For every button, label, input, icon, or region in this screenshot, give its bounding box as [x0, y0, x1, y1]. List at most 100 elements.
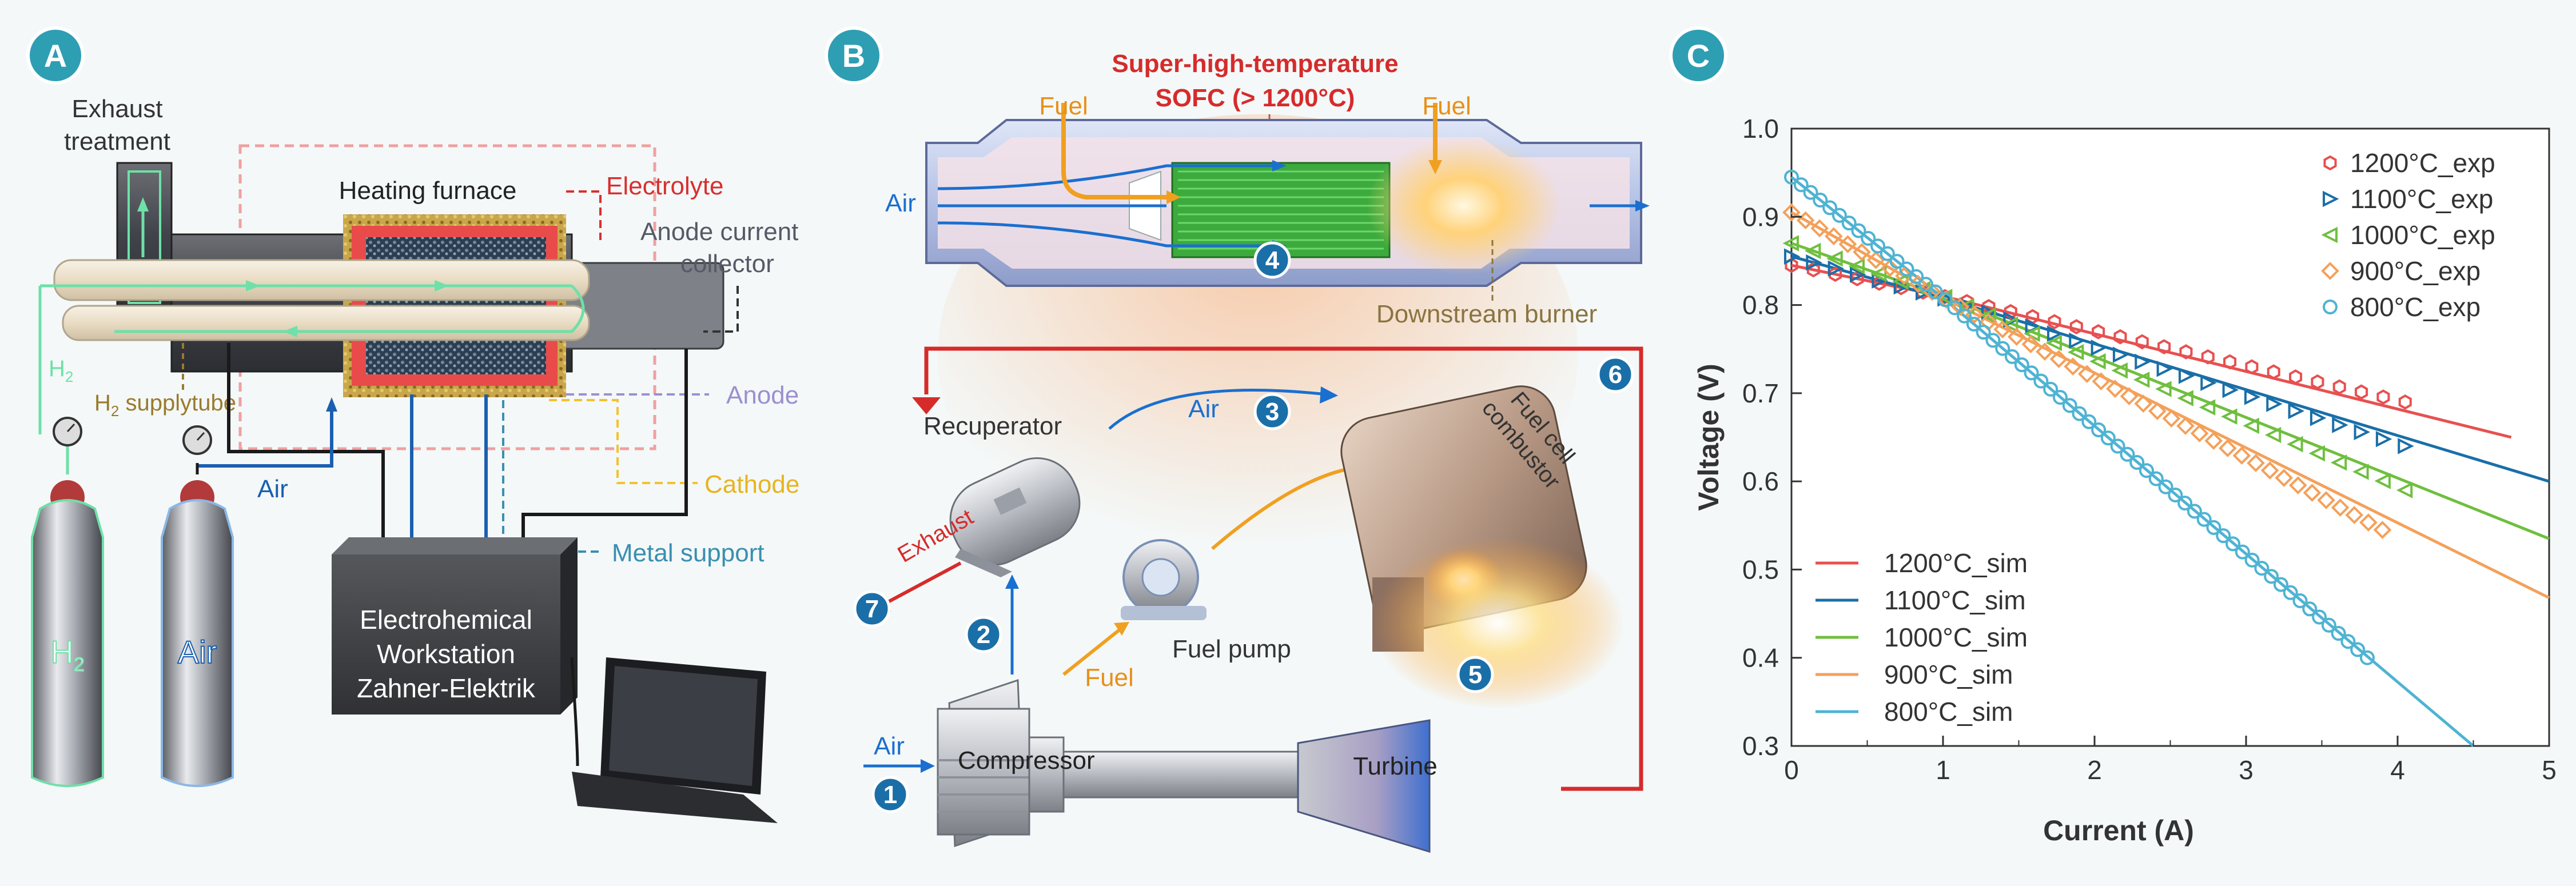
exp-point-2-10 [2001, 316, 2018, 333]
exp-point-3-40 [2345, 506, 2364, 524]
exp-point-2-0 [1782, 235, 1799, 252]
fuel-pump-label: Fuel pump [1172, 635, 1291, 663]
fuel-arrow-left [1166, 190, 1181, 204]
metal-support-label: Metal support [612, 539, 765, 567]
exp-point-2-24 [2308, 445, 2325, 462]
exp-point-3-27 [2162, 409, 2181, 428]
exp-legend-label-3: 900°C_exp [2350, 256, 2481, 286]
exp-point-0-28 [2398, 394, 2412, 410]
svg-text:3: 3 [1265, 398, 1279, 426]
exp-point-4-7 [1851, 223, 1866, 238]
exp-point-0-14 [2092, 324, 2105, 340]
exp-point-4-50 [2264, 569, 2279, 584]
air-cylinder: Air [161, 499, 234, 787]
anode-cc-label-2: collector [680, 250, 774, 278]
h2-label: H2 [49, 356, 73, 385]
exp-point-2-13 [2067, 344, 2084, 361]
panel-a-test-rig: A Exhaust treatment Heating furnace Elec… [0, 0, 835, 883]
electrochemical-workstation: Electrohemical Workstation Zahner-Elektr… [332, 537, 578, 715]
exp-point-4-14 [1918, 277, 1933, 292]
plot-area [1790, 127, 2550, 747]
exp-point-4-3 [1813, 193, 1828, 208]
y-tick-label-2: 0.5 [1742, 554, 1779, 584]
badge-b-label: B [842, 38, 865, 74]
x-tick-label-5: 5 [2542, 755, 2557, 785]
exp-point-4-44 [2206, 520, 2221, 535]
exp-point-3-23 [2106, 380, 2124, 398]
panel-b-svg: B Super-high-temperature SOFC (> 1200°C) [825, 26, 1650, 853]
fuel-label-left: Fuel [1039, 92, 1088, 120]
air-arrow [326, 397, 337, 412]
exp-point-4-52 [2283, 585, 2298, 600]
exp-point-4-16 [1937, 292, 1953, 308]
exp-point-3-42 [2373, 521, 2392, 539]
fuel-to-pump-arrow [1114, 622, 1129, 636]
step-1: 1 [871, 776, 909, 813]
exp-point-3-8 [1895, 266, 1913, 285]
exp-point-3-39 [2331, 498, 2350, 517]
fuel-to-pump [1062, 627, 1122, 676]
exp-point-4-60 [2360, 650, 2375, 665]
exhaust-label-2: treatment [64, 127, 170, 155]
compressor [937, 679, 1065, 848]
electrolyte-leader [566, 190, 602, 240]
exp-point-4-29 [2062, 398, 2077, 413]
air-label: Air [257, 475, 288, 503]
electrolyte-label: Electrolyte [606, 172, 723, 200]
recuperator-label: Recuperator [923, 412, 1062, 440]
exp-point-4-1 [1793, 177, 1809, 193]
exp-point-4-0 [1784, 169, 1799, 185]
exhaust-label-1: Exhaust [72, 95, 163, 123]
step-5: 5 [1456, 656, 1494, 693]
air-to-combustor-arrow [1320, 386, 1338, 404]
exp-point-3-2 [1810, 219, 1829, 238]
y-tick-label-7: 1.0 [1742, 114, 1779, 143]
exp-point-2-3 [1848, 258, 1865, 274]
exp-point-4-8 [1861, 230, 1876, 246]
exp-point-4-36 [2129, 454, 2145, 470]
exp-point-4-33 [2100, 430, 2116, 446]
exp-point-2-25 [2330, 454, 2347, 471]
h2-flow-lines [38, 206, 585, 434]
sofc-air-flow [937, 164, 1635, 248]
exp-point-1-22 [2266, 396, 2283, 412]
exhaust-loop-line [924, 346, 1643, 791]
exp-point-3-33 [2247, 454, 2265, 472]
step-2: 2 [965, 616, 1002, 653]
exp-point-0-16 [2135, 334, 2149, 350]
exp-point-4-34 [2110, 438, 2125, 454]
fuel-to-combustor [1211, 467, 1350, 550]
step-4: 4 [1253, 241, 1291, 279]
exp-point-2-17 [2155, 381, 2172, 397]
sim-legend-label-3: 900°C_sim [1884, 660, 2013, 689]
svg-text:2: 2 [977, 621, 990, 649]
exp-point-3-22 [2092, 372, 2111, 390]
workstation-label-2: Workstation [377, 639, 515, 669]
exp-point-4-43 [2196, 512, 2212, 527]
air-low-label: Air [874, 732, 905, 760]
exp-point-4-24 [2014, 357, 2029, 373]
x-tick-label-2: 2 [2087, 755, 2102, 785]
sim-legend-label-2: 1000°C_sim [1884, 622, 2028, 652]
exp-point-2-9 [1980, 307, 1996, 324]
exp-point-0-22 [2267, 364, 2280, 380]
exp-point-1-28 [2398, 438, 2414, 454]
svg-text:4: 4 [1265, 246, 1280, 274]
exp-point-4-25 [2024, 365, 2039, 381]
downstream-burner-label: Downstream burner [1376, 300, 1597, 328]
step-3: 3 [1253, 393, 1291, 430]
exp-point-3-1 [1796, 211, 1815, 230]
panel-b-hybrid-system: B Super-high-temperature SOFC (> 1200°C) [823, 0, 1675, 883]
h2-supplytube-label: H2 supplytube [94, 390, 236, 420]
h2-supply-tube [53, 259, 590, 341]
exp-point-4-57 [2331, 625, 2346, 641]
svg-text:5: 5 [1468, 661, 1482, 689]
exp-legend-label-0: 1200°C_exp [2350, 148, 2495, 178]
exp-point-1-26 [2354, 424, 2371, 441]
exp-point-4-28 [2052, 390, 2068, 405]
laptop-cable [570, 657, 579, 767]
sofc-stack [1129, 162, 1391, 258]
exp-point-4-12 [1899, 261, 1914, 277]
sofc-title-2: SOFC (> 1200°C) [1156, 84, 1355, 112]
